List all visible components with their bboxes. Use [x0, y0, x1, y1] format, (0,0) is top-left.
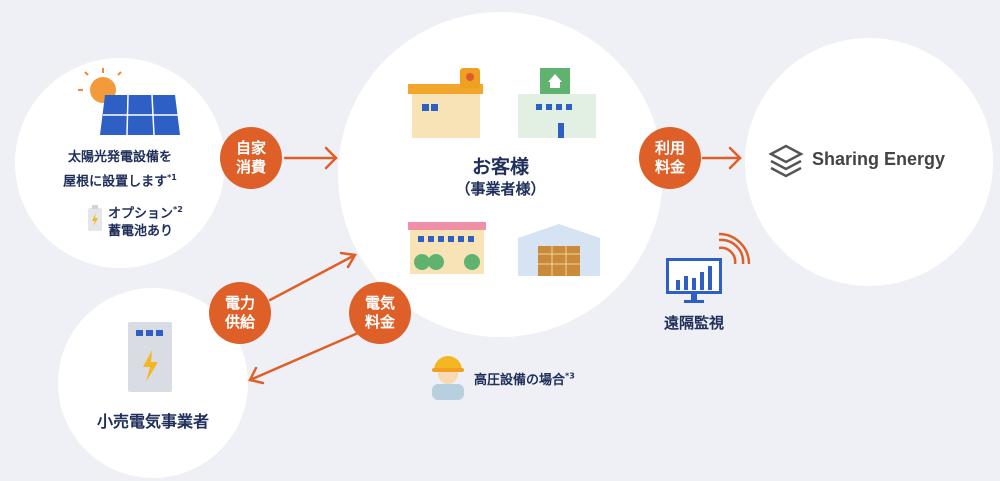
badge-text: 電力	[224, 294, 255, 312]
utility-label: 小売電気事業者	[96, 412, 209, 431]
signal-waves-icon	[718, 232, 751, 265]
solar-circle	[15, 58, 225, 268]
solar-line2: 屋根に設置します	[63, 174, 168, 190]
school-building-icon	[408, 222, 486, 274]
hv-text: 高圧設備の場合	[474, 373, 566, 388]
supply-arrow	[268, 251, 358, 302]
battery-icon	[88, 205, 102, 231]
battery-text: オプション*2 蓄電池あり	[108, 201, 183, 241]
hv-label: 高圧設備の場合*3	[474, 369, 575, 388]
badge-text: 自家	[235, 139, 266, 157]
badge-text: 消費	[235, 158, 266, 176]
customer-circle	[338, 12, 663, 337]
battery-label: 蓄電池あり	[108, 224, 174, 240]
brand-name: Sharing Energy	[812, 149, 946, 169]
self-consumption-badge: 自家消費	[220, 127, 282, 189]
badge-text: 利用	[654, 139, 685, 157]
badge-text: 料金	[364, 313, 395, 331]
usage-fee-arrow	[701, 146, 742, 170]
usage-fee-badge: 利用料金	[639, 127, 701, 189]
solar-text: 太陽光発電設備を 屋根に設置します*1	[40, 148, 200, 192]
solar-panel-icon	[78, 68, 180, 136]
sharing-energy-logo-icon	[768, 144, 804, 178]
monitor-label: 遠隔監視	[663, 314, 724, 332]
hv-note: *3	[565, 371, 575, 381]
badge-text: 供給	[224, 313, 255, 331]
self-consumption-arrow	[283, 146, 338, 170]
factory-icon	[518, 224, 600, 276]
option-note: *2	[173, 205, 183, 214]
badge-text: 料金	[654, 158, 685, 176]
customer-title: お客様	[471, 156, 529, 178]
office-building-icon	[518, 68, 596, 138]
fee-arrow	[248, 331, 360, 385]
badge-text: 電気	[364, 294, 395, 312]
worker-icon	[432, 356, 464, 400]
monitor-icon	[666, 258, 722, 303]
solar-line1: 太陽光発電設備を	[67, 150, 172, 165]
power-plant-icon	[128, 322, 172, 392]
solar-note: *1	[167, 173, 177, 182]
customer-subtitle: （事業者様）	[455, 180, 546, 198]
option-label: オプション	[108, 206, 174, 222]
power-supply-badge: 電力供給	[209, 282, 271, 344]
house-icon	[408, 68, 483, 138]
electricity-fee-badge: 電気料金	[349, 282, 411, 344]
